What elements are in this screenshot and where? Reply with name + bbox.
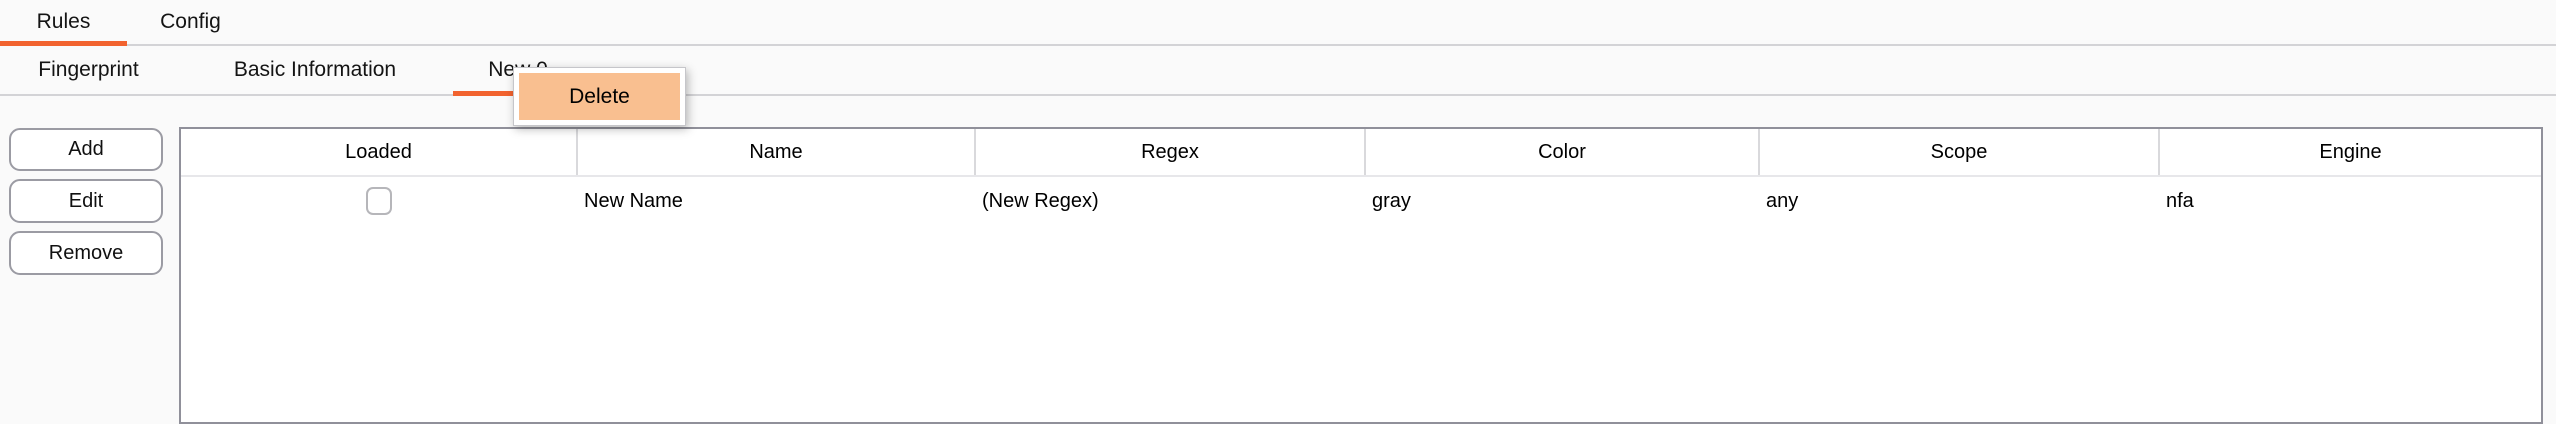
remove-button-label: Remove	[48, 241, 124, 264]
column-header-color[interactable]: Color	[1364, 129, 1758, 175]
tab-config[interactable]: Config	[127, 0, 254, 44]
menu-item-delete-label: Delete	[569, 84, 630, 108]
tab-rules-active-underline	[0, 41, 127, 46]
tab-basic-information[interactable]: Basic Information	[177, 46, 453, 94]
column-header-scope[interactable]: Scope	[1758, 129, 2158, 175]
tab-rules-label: Rules	[36, 10, 91, 33]
primary-tabbar: Rules Config	[0, 0, 2556, 46]
engine-cell: nfa	[2166, 189, 2194, 212]
tab-config-label: Config	[160, 10, 221, 33]
color-cell: gray	[1372, 189, 1411, 212]
column-header-engine[interactable]: Engine	[2158, 129, 2541, 175]
regex-cell: (New Regex)	[982, 189, 1099, 212]
edit-button-label: Edit	[68, 189, 104, 212]
tab-fingerprint-label: Fingerprint	[38, 58, 139, 81]
menu-item-delete[interactable]: Delete	[519, 73, 680, 120]
table-row[interactable]: New Name (New Regex) gray any nfa	[181, 177, 2541, 225]
tab-rules[interactable]: Rules	[0, 0, 127, 46]
column-header-regex[interactable]: Regex	[974, 129, 1364, 175]
tab-basic-information-label: Basic Information	[233, 58, 397, 81]
loaded-cell	[181, 187, 576, 215]
tab-fingerprint[interactable]: Fingerprint	[0, 46, 177, 94]
add-button[interactable]: Add	[9, 128, 163, 171]
secondary-tabbar: Fingerprint Basic Information New 0	[0, 46, 2556, 96]
table-header-row: Loaded Name Regex Color Scope Engine	[181, 129, 2541, 177]
name-cell: New Name	[584, 189, 683, 212]
rules-table: Loaded Name Regex Color Scope Engine New…	[179, 127, 2543, 424]
edit-button[interactable]: Edit	[9, 179, 163, 223]
tab-context-menu: Delete	[513, 67, 686, 126]
loaded-checkbox[interactable]	[365, 187, 392, 215]
add-button-label: Add	[68, 138, 104, 160]
scope-cell: any	[1766, 189, 1799, 212]
column-header-name[interactable]: Name	[576, 129, 974, 175]
column-header-loaded[interactable]: Loaded	[345, 140, 412, 163]
remove-button[interactable]: Remove	[9, 231, 163, 275]
